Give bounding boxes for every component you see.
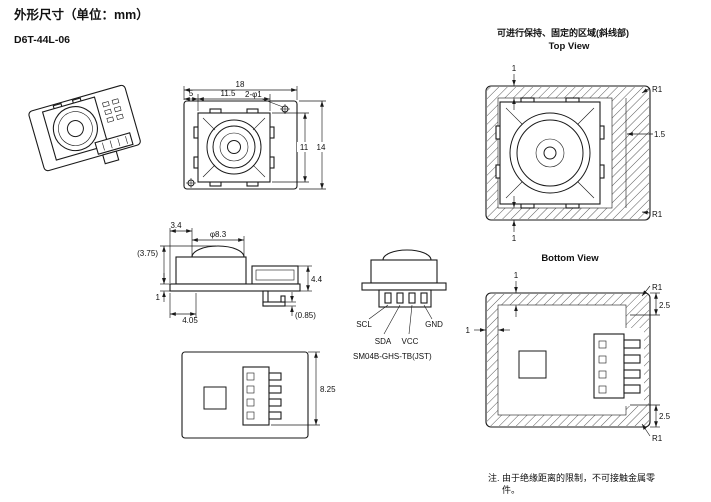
side-connector (251, 265, 299, 285)
dim-side-lens-dia: φ8.3 (210, 230, 227, 239)
dim-top-view-corner-br: R1 (652, 210, 663, 219)
perspective-clip (102, 150, 120, 165)
side-pcb (169, 283, 301, 292)
front-can-outline (197, 112, 271, 183)
bottom-view-connector (593, 333, 625, 399)
dim-front-width: 18 (236, 80, 245, 89)
pin-label-scl: SCL (356, 320, 372, 329)
connector-part-number: SM04B-GHS-TB(JST) (353, 352, 432, 361)
hold-area-note: 可进行保持、固定的区域(斜线部) (497, 27, 629, 38)
top-view-hold-area-hatch (487, 87, 649, 219)
perspective-lens (52, 106, 98, 152)
note-line-2: 件。 (502, 484, 520, 495)
dim-side-height-ref: (3.75) (137, 249, 158, 258)
dim-front-height: 14 (317, 143, 326, 152)
side-clip (262, 290, 286, 307)
dim-side-pcb-thickness: 1 (156, 293, 161, 302)
pin-label-vcc: VCC (402, 337, 419, 346)
top-view-dimension-lines (512, 74, 653, 232)
bottom-pcb-ic (203, 386, 227, 410)
dim-side-lens-offset: 3.4 (170, 221, 182, 230)
front-can-tabs (193, 108, 275, 187)
pinout-leader-lines (368, 304, 433, 335)
dim-bottom-pcb-conn-pos: 8.25 (320, 385, 336, 394)
dim-bottom-view-corner-tr: R1 (652, 283, 663, 292)
side-lens-dome (191, 245, 245, 258)
dim-bottom-view-band-top: 1 (514, 271, 519, 280)
pinout-pcb (361, 282, 447, 291)
bottom-view-ic (518, 350, 547, 379)
bottom-view-pins (623, 339, 641, 394)
front-view: 18 5 11.5 2-φ1 11 14 (183, 80, 328, 190)
pinout-lens-dome (382, 249, 432, 261)
dim-side-clip-depth: (0.85) (295, 311, 316, 320)
dim-bottom-view-inset-top: 2.5 (659, 301, 671, 310)
front-mounting-holes (186, 104, 290, 188)
front-lens (206, 119, 262, 175)
note-line-1: 注. 由于绝缘距离的限制，不可接触金属零 (488, 472, 655, 483)
top-view: 1 R1 1.5 R1 1 (485, 64, 666, 243)
dim-bottom-view-band-left: 1 (466, 326, 471, 335)
bottom-pcb-dimension-lines (271, 351, 320, 426)
dim-front-can-width: 11.5 (221, 89, 237, 98)
connector-pinout-view: SCL GND SDA VCC SM04B-GHS-TB(JST) (353, 249, 447, 361)
top-view-label: Top View (549, 41, 590, 52)
bottom-pcb-view: 8.25 (181, 351, 336, 439)
perspective-connector (94, 132, 134, 155)
pinout-can (370, 259, 438, 284)
dim-top-view-band-top: 1 (512, 64, 517, 73)
bottom-view: 1 R1 2.5 1 2.5 R1 (466, 271, 671, 443)
bottom-view-dimension-lines (474, 281, 660, 437)
side-dimension-lines (160, 228, 312, 318)
bottom-pcb-pins (268, 372, 282, 420)
dim-side-clip-offset: 4.05 (182, 316, 198, 325)
dim-front-offset: 5 (189, 89, 194, 98)
pin-label-gnd: GND (425, 320, 443, 329)
page-title: 外形尺寸（单位：mm） (13, 7, 149, 22)
bottom-view-hold-area-hatch (487, 294, 649, 426)
model-number: D6T-44L-06 (14, 34, 70, 46)
header: 外形尺寸（单位：mm） D6T-44L-06 (13, 7, 149, 46)
top-view-lens (509, 112, 591, 194)
perspective-pads (102, 98, 124, 123)
dim-side-conn-height: 4.4 (311, 275, 323, 284)
side-view: 3.4 φ8.3 (3.75) 1 4.4 4.05 (0.85) (137, 221, 323, 325)
pin-label-sda: SDA (375, 337, 392, 346)
dim-bottom-view-inset-bottom: 2.5 (659, 412, 671, 421)
dim-front-can-height: 11 (300, 143, 309, 152)
dim-bottom-view-corner-br: R1 (652, 434, 663, 443)
side-can (175, 256, 247, 285)
perspective-view (28, 84, 141, 172)
pinout-connector (378, 289, 432, 308)
front-dimension-lines (183, 86, 326, 190)
dim-top-view-band-bottom: 1 (512, 234, 517, 243)
bottom-view-label: Bottom View (541, 253, 599, 264)
dim-front-holes: 2-φ1 (245, 90, 262, 99)
dim-top-view-corner-tr: R1 (652, 85, 663, 94)
dim-top-view-strip: 1.5 (654, 130, 666, 139)
pinout-pins (384, 292, 428, 304)
bottom-pcb-connector (242, 366, 270, 426)
insulation-note: 注. 由于绝缘距离的限制，不可接触金属零 件。 (488, 472, 655, 495)
